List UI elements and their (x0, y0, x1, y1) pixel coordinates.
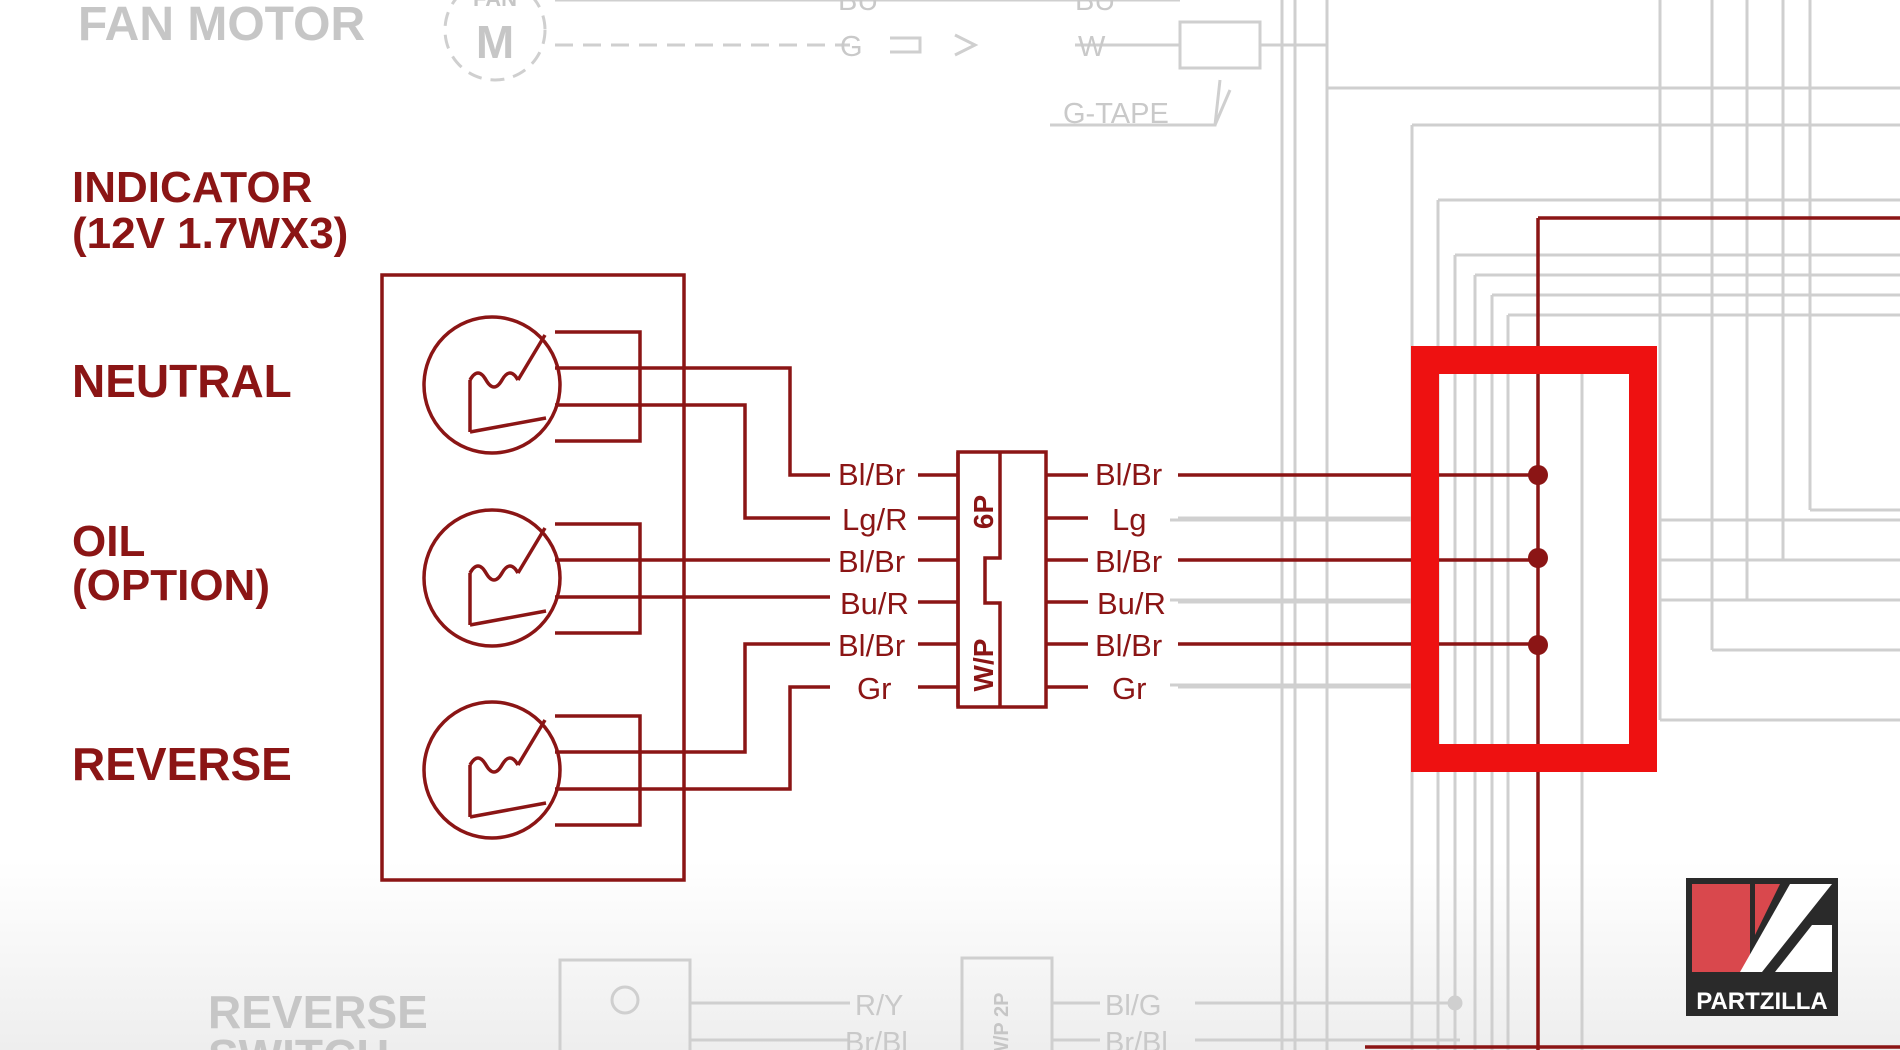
connector-wp-label: W/P (968, 639, 999, 692)
left-wire-1: Bl/Br (838, 457, 905, 492)
reverse-switch-label-2: SWITCH (208, 1030, 389, 1050)
connector-left-labels: Bl/Br Lg/R Bl/Br Bu/R Bl/Br Gr (838, 457, 909, 706)
fan-wire-bu-right: BU (1075, 0, 1115, 17)
reverse-bulb-icon (422, 700, 642, 840)
fan-motor-label: FAN MOTOR (78, 0, 365, 51)
fan-symbol-m: M (476, 16, 514, 68)
indicator-spec: (12V 1.7WX3) (72, 209, 348, 258)
left-wire-3: Bl/Br (838, 544, 905, 579)
reverse-switch-label: REVERSE (208, 986, 428, 1038)
fan-symbol-top: FAN (473, 0, 517, 11)
right-wire-4: Bu/R (1097, 586, 1166, 621)
neutral-bulb-icon (422, 315, 642, 455)
oil-option-label: (OPTION) (72, 561, 270, 610)
neutral-label: NEUTRAL (72, 355, 292, 407)
right-wire-6: Gr (1112, 671, 1146, 706)
connector-right-labels: Bl/Br Lg Bl/Br Bu/R Bl/Br Gr (1095, 457, 1166, 706)
junction-dots (1528, 465, 1548, 655)
left-wire-5: Bl/Br (838, 628, 905, 663)
footer-wire-brbl-left: Br/Bl (845, 1027, 908, 1050)
oil-label: OIL (72, 517, 145, 566)
footer-wire-ry-right: Bl/G (1105, 990, 1161, 1022)
g-tape-label: G-TAPE (1063, 98, 1169, 130)
left-wire-2: Lg/R (842, 502, 907, 537)
partzilla-logo: PARTZILLA (1686, 878, 1838, 1016)
connector-6p-label: 6P (968, 495, 999, 529)
oil-bulb-icon (422, 508, 642, 648)
right-ghost-wires (1178, 516, 1430, 689)
right-wire-2: Lg (1112, 502, 1146, 537)
right-wire-3: Bl/Br (1095, 544, 1162, 579)
connector-6p: 6P W/P (956, 450, 1048, 709)
lamp-to-connector-wires (640, 366, 830, 791)
footer-wire-brbl-right: Br/Bl (1105, 1027, 1168, 1050)
footer-connector-2p: W/P 2P (991, 993, 1013, 1050)
logo-text: PARTZILLA (1696, 988, 1828, 1015)
left-wire-6: Gr (857, 671, 891, 706)
indicator-housing (380, 273, 686, 882)
fan-wire-bu-left: BU (838, 0, 878, 17)
highlight-box (1411, 346, 1657, 772)
right-wire-1: Bl/Br (1095, 457, 1162, 492)
fan-connector-icon (890, 33, 979, 57)
left-wire-4: Bu/R (840, 586, 909, 621)
fan-wire-g: G (840, 31, 863, 63)
reverse-label: REVERSE (72, 738, 292, 790)
ghost-wiring (555, 0, 1900, 1050)
footer-wire-ry: R/Y (855, 990, 903, 1022)
fan-wire-w: W (1078, 31, 1106, 63)
right-wire-5: Bl/Br (1095, 628, 1162, 663)
fan-motor-symbol: FAN M (443, 0, 547, 82)
indicator-title: INDICATOR (72, 163, 312, 212)
right-main-wires (1178, 216, 1900, 1050)
connector-stubs (918, 473, 1088, 689)
